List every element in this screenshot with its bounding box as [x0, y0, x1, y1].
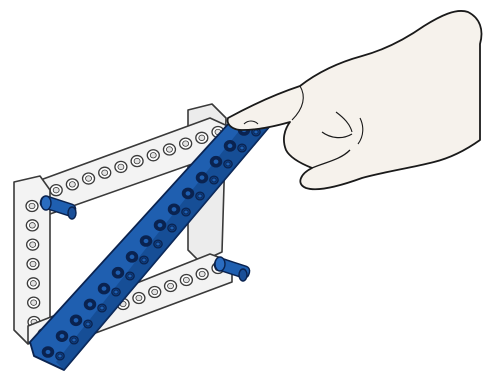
beam-hole-inner — [73, 318, 79, 323]
frame-hole-inner — [168, 283, 174, 289]
beam-hole-inner — [199, 175, 205, 180]
frame-hole-inner — [69, 182, 75, 188]
beam-hole-inner — [86, 322, 90, 326]
frame-hole-inner — [29, 223, 35, 229]
beam-hole-inner — [227, 143, 233, 148]
frame-hole-inner — [152, 289, 158, 295]
frame-hole-inner — [29, 203, 35, 209]
beam-hole-inner — [156, 242, 160, 246]
beam-hole-inner — [101, 286, 107, 291]
beam-hole-inner — [185, 191, 191, 196]
frame-hole-inner — [134, 158, 140, 164]
frame-hole-inner — [199, 271, 205, 277]
frame-hole-inner — [30, 281, 36, 287]
beam-hole-inner — [157, 223, 163, 228]
pointing-hand — [228, 11, 482, 189]
frame-hole-inner — [136, 295, 142, 301]
beam-hole-inner — [129, 254, 135, 259]
beam-hole-inner — [72, 338, 76, 342]
beam-hole-inner — [171, 207, 177, 212]
beam-hole-inner — [87, 302, 93, 307]
beam-hole-inner — [254, 130, 258, 134]
beam-hole-inner — [45, 349, 51, 354]
beam-hole-inner — [59, 334, 65, 339]
beam-hole-inner — [184, 210, 188, 214]
frame-hole-inner — [150, 153, 156, 159]
beam-hole-inner — [226, 162, 230, 166]
beam-hole-inner — [128, 274, 132, 278]
frame-hole-inner — [86, 176, 92, 182]
frame-hole-inner — [53, 187, 59, 193]
beam-hole-inner — [114, 290, 118, 294]
frame-hole-inner — [199, 135, 205, 141]
beam-hole-inner — [170, 226, 174, 230]
frame-hole-inner — [183, 277, 189, 283]
beam-hole-inner — [143, 238, 149, 243]
beam-hole-inner — [198, 194, 202, 198]
beam-hole-inner — [142, 258, 146, 262]
frame-hole-inner — [118, 164, 124, 170]
frame-hole-inner — [102, 170, 108, 176]
frame-hole-inner — [166, 147, 172, 153]
beam-hole-inner — [115, 270, 121, 275]
beam-hole-inner — [100, 306, 104, 310]
frame-hole-inner — [30, 261, 36, 267]
frame-hole-inner — [31, 300, 37, 306]
frame-hole-inner — [30, 242, 36, 248]
beam-hole-inner — [58, 354, 62, 358]
frame-hole-inner — [183, 141, 189, 147]
beam-hole-inner — [212, 178, 216, 182]
beam-hole-inner — [213, 159, 219, 164]
beam-hole-inner — [240, 146, 244, 150]
